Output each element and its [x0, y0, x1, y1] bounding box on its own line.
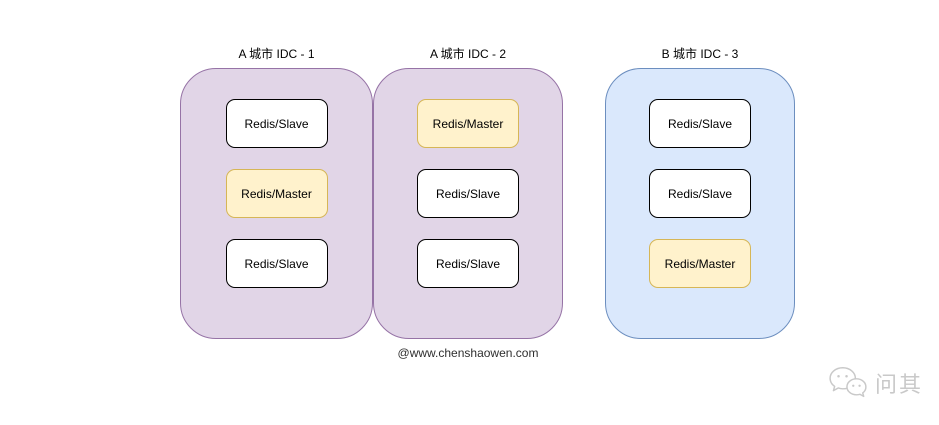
watermark-url: @www.chenshaowen.com — [397, 346, 539, 360]
group-container-idc-3: Redis/Slave Redis/Slave Redis/Master — [605, 68, 795, 339]
redis-node: Redis/Slave — [417, 169, 519, 218]
redis-node: Redis/Master — [417, 99, 519, 148]
redis-node: Redis/Slave — [649, 99, 751, 148]
brand-name: 问其 — [874, 371, 923, 397]
wechat-bubbles-icon — [828, 366, 868, 399]
redis-node: Redis/Slave — [649, 169, 751, 218]
redis-node: Redis/Slave — [225, 99, 328, 148]
group-container-idc-1: Redis/Slave Redis/Master Redis/Slave — [180, 68, 373, 339]
redis-node: Redis/Master — [649, 239, 751, 288]
group-label-idc-2: A 城市 IDC - 2 — [429, 47, 506, 61]
group-label-idc-3: B 城市 IDC - 3 — [661, 47, 739, 61]
redis-node: Redis/Slave — [225, 239, 328, 288]
brand-mark: 问其 — [828, 366, 923, 399]
group-label-idc-1: A 城市 IDC - 1 — [238, 47, 315, 61]
redis-node: Redis/Slave — [417, 239, 519, 288]
group-container-idc-2: Redis/Master Redis/Slave Redis/Slave — [373, 68, 563, 339]
redis-node: Redis/Master — [225, 169, 328, 218]
